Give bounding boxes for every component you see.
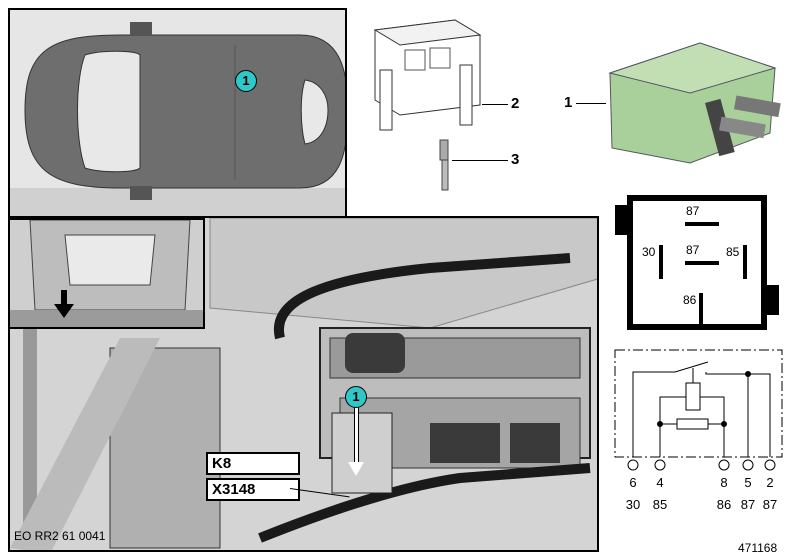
part-label-terminal: 3 [511,151,520,168]
pin-30 [659,245,663,279]
connector-id-label: X3148 [206,478,300,501]
mounting-tab [615,205,627,235]
pin-label-86: 86 [683,293,697,307]
fusebox-location-callout: 1 [345,386,367,408]
terminal-number: 87 [762,497,778,512]
pin-label-85: 85 [726,245,740,259]
pin-label-87-center: 87 [686,243,700,257]
pin-label-87-top: 87 [686,204,700,218]
relay-illustration [608,42,781,164]
relay-id-label: K8 [206,452,300,475]
mounting-tab [767,285,779,315]
reference-code: EO RR2 61 0041 [14,529,106,543]
leader-line [452,160,508,161]
leader-line [576,103,606,104]
pin-86 [699,293,703,327]
pin-terminals [627,459,776,471]
pin-number: 6 [629,475,637,490]
terminal-illustration [439,139,449,191]
arrow-down-icon [348,462,364,476]
pin-number: 4 [656,475,664,490]
relay-pinout-diagram: 87 87 30 85 86 [627,195,767,330]
terminal-number: 87 [740,497,756,512]
pin-87-top [685,222,719,226]
pin-87-center [685,261,719,265]
leader-line [482,104,508,105]
part-label-socket: 2 [511,95,520,112]
car-top-view-panel [8,8,347,218]
pin-label-30: 30 [642,245,656,259]
car-location-callout: 1 [235,70,257,92]
pin-number: 2 [766,475,774,490]
trunk-inset-illustration [10,220,203,327]
relay-socket-illustration [373,19,482,191]
terminal-number: 30 [625,497,641,512]
terminal-number: 85 [652,497,668,512]
part-label-relay: 1 [564,94,573,111]
pin-85 [743,245,747,279]
pointer-line [354,406,359,466]
car-top-view-illustration [10,22,345,216]
pin-number: 8 [720,475,728,490]
diagram-number: 471168 [738,541,778,555]
relay-circuit-schematic [614,349,783,471]
pin-number: 5 [744,475,752,490]
arrow-down-icon [54,290,74,318]
terminal-number: 86 [716,497,732,512]
trunk-inset-panel [8,218,205,329]
